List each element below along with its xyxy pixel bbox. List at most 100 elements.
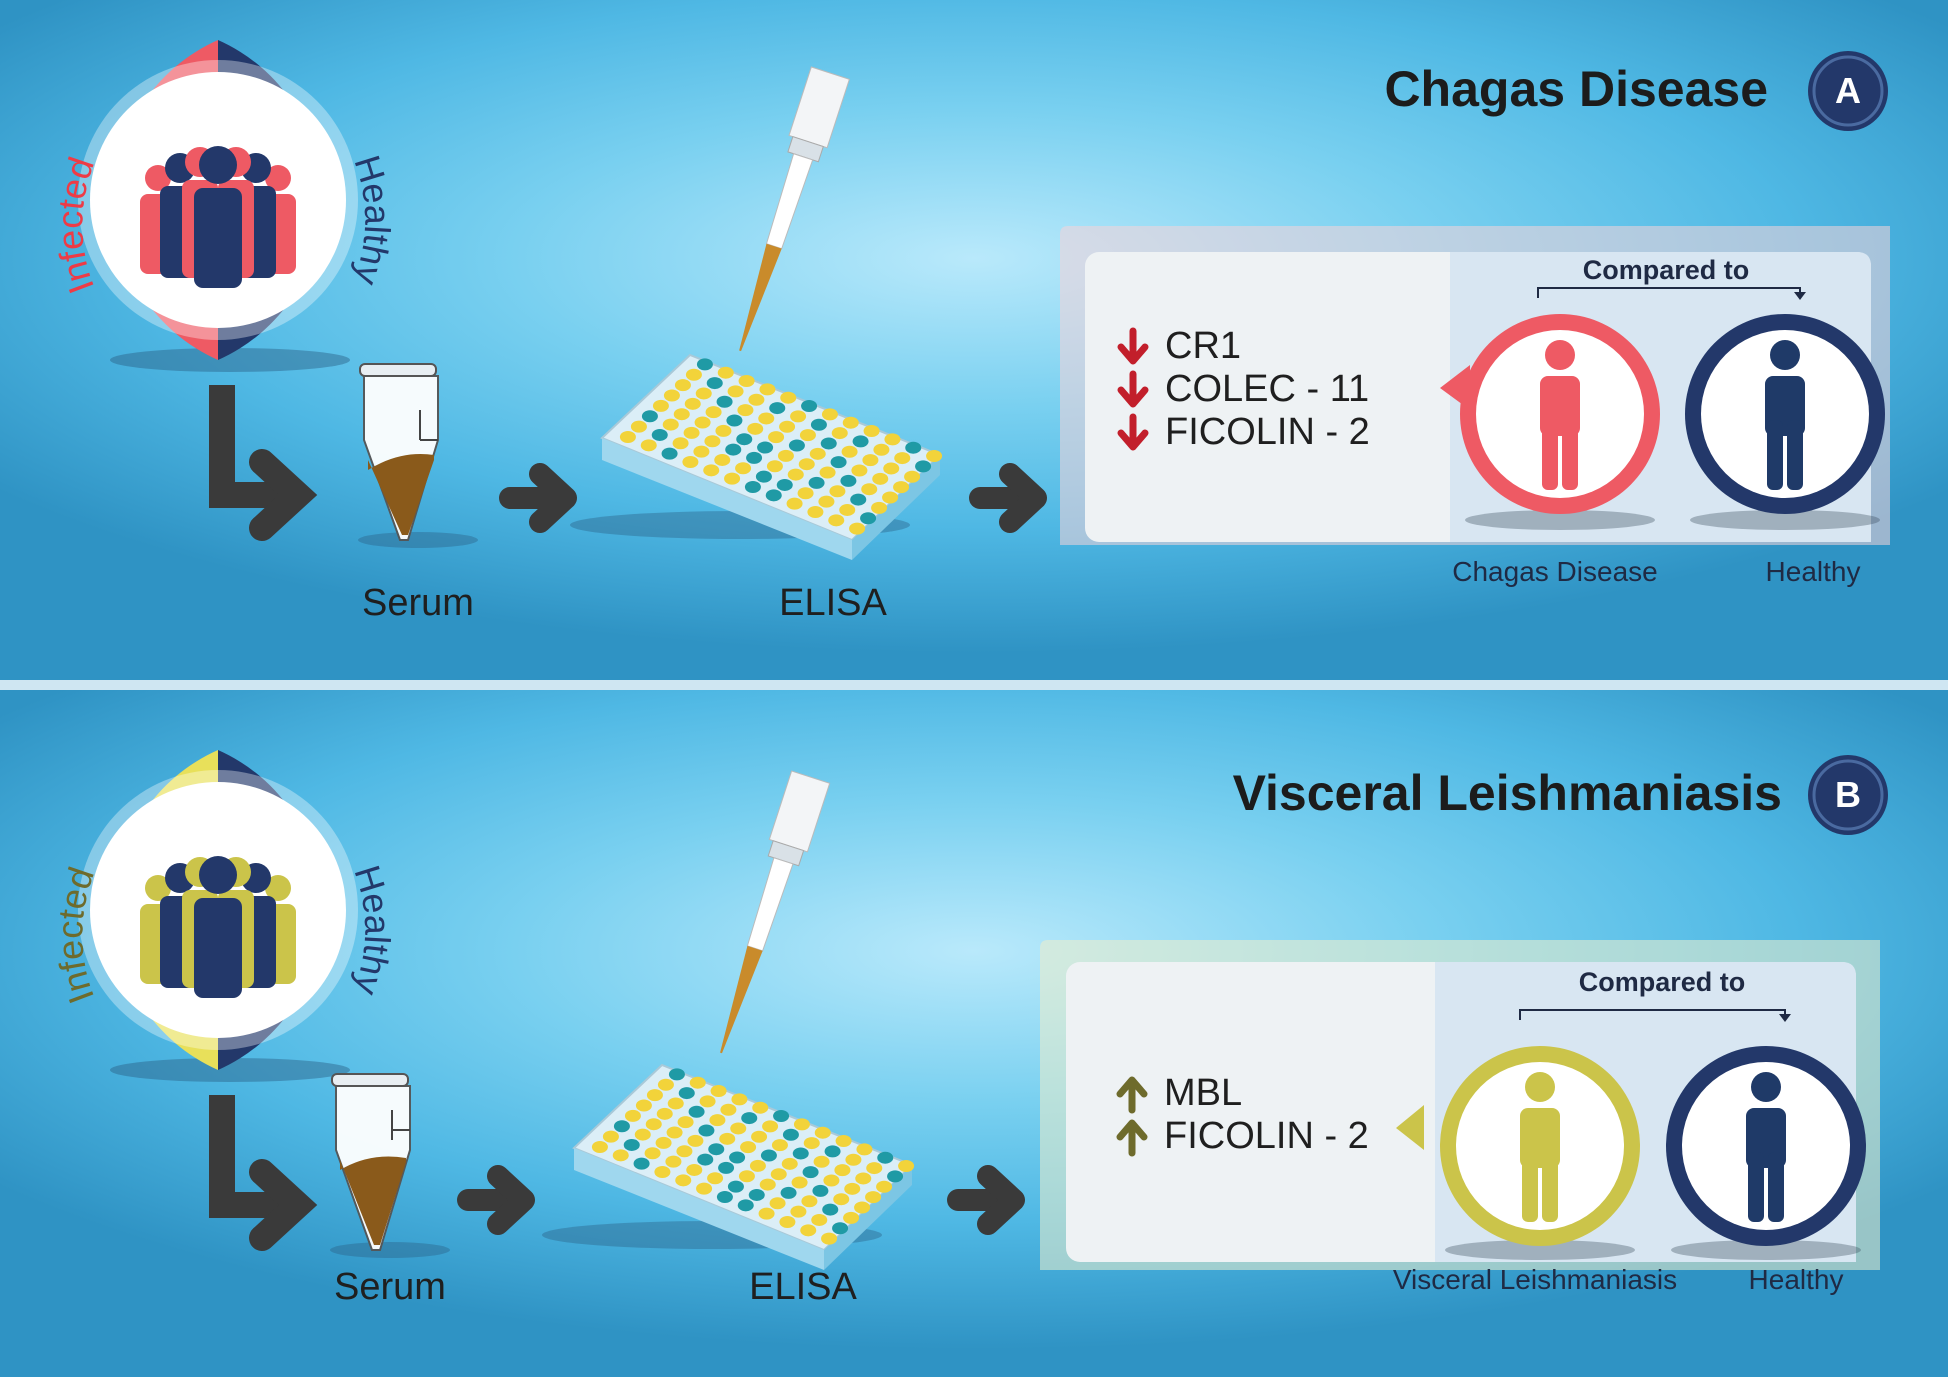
elisa-well	[814, 1126, 831, 1139]
elisa-well	[651, 428, 668, 441]
pipette-icon	[739, 66, 850, 352]
elisa-plate-icon	[570, 353, 943, 560]
elisa-well	[672, 437, 689, 450]
elisa-well	[873, 443, 890, 456]
elisa-well	[766, 460, 783, 473]
elisa-well	[752, 1101, 769, 1114]
elisa-well	[828, 514, 845, 527]
elisa-well	[693, 445, 710, 458]
marker-name: MBL	[1164, 1072, 1243, 1114]
elisa-well	[855, 1172, 872, 1185]
elisa-well	[624, 1109, 641, 1122]
elisa-well	[729, 1151, 746, 1164]
elisa-well	[689, 1076, 706, 1089]
elisa-well	[844, 1182, 861, 1195]
elisa-well	[769, 402, 786, 415]
elisa-well	[685, 368, 702, 381]
elisa-well	[773, 1110, 790, 1123]
elisa-well	[777, 449, 794, 462]
elisa-well	[695, 387, 712, 400]
elisa-well	[862, 454, 879, 467]
elisa-well	[735, 462, 752, 475]
elisa-well	[716, 1190, 733, 1203]
elisa-well	[751, 1130, 768, 1143]
arrow-down-icon	[1117, 413, 1149, 450]
elisa-well	[797, 487, 814, 500]
arrow-up-icon	[1116, 1076, 1148, 1113]
panel-chagas: Patients Infected Healthy	[0, 0, 1948, 680]
elisa-well	[654, 1165, 671, 1178]
elisa-well	[835, 1135, 852, 1148]
panel-badge-letter: B	[1835, 774, 1861, 815]
person-icon	[1520, 1072, 1560, 1222]
elisa-well	[737, 1199, 754, 1212]
pipette-icon	[720, 770, 831, 1054]
elisa-well	[666, 1126, 683, 1139]
person-icon	[1540, 340, 1580, 490]
elisa-well	[737, 404, 754, 417]
elisa-well	[812, 1184, 829, 1197]
elisa-well	[821, 1232, 838, 1245]
elisa-well	[591, 1140, 608, 1153]
patients-ring: Patients Infected Healthy	[49, 40, 398, 372]
elisa-well	[843, 1211, 860, 1224]
arrow-down-icon	[1117, 327, 1149, 364]
marker-name: FICOLIN - 2	[1165, 411, 1370, 453]
elisa-well	[810, 418, 827, 431]
elisa-well	[833, 1193, 850, 1206]
crowd-icon	[140, 146, 296, 288]
elisa-well	[703, 464, 720, 477]
serum-label: Serum	[334, 1266, 446, 1308]
elisa-well	[698, 1124, 715, 1137]
elisa-well	[623, 1138, 640, 1151]
elisa-well	[811, 1213, 828, 1226]
elisa-well	[656, 1107, 673, 1120]
elisa-well	[759, 383, 776, 396]
elisa-well	[759, 1178, 776, 1191]
elisa-well	[634, 1128, 651, 1141]
elisa-well	[667, 1097, 684, 1110]
elisa-well	[832, 1222, 849, 1235]
elisa-well	[915, 460, 932, 473]
badge-circle-b	[1808, 755, 1888, 835]
elisa-plate-icon	[542, 1063, 915, 1270]
elisa-well	[676, 1145, 693, 1158]
marker-item: COLEC - 11	[1113, 368, 1370, 411]
elisa-well	[716, 395, 733, 408]
elisa-well	[771, 1139, 788, 1152]
elisa-well	[865, 1191, 882, 1204]
elisa-well	[749, 1159, 766, 1172]
group-label-disease: Visceral Leishmaniasis	[1392, 1264, 1678, 1295]
elisa-well	[748, 393, 765, 406]
elisa-well	[786, 497, 803, 510]
elisa-well	[850, 493, 867, 506]
elisa-well	[894, 452, 911, 465]
elisa-well	[769, 1197, 786, 1210]
elisa-well	[633, 1157, 650, 1170]
elisa-well	[856, 1143, 873, 1156]
elisa-well	[852, 435, 869, 448]
marker-item: FICOLIN - 2	[1113, 411, 1370, 454]
elisa-well	[884, 433, 901, 446]
elisa-well	[839, 503, 856, 516]
elisa-well	[727, 385, 744, 398]
elisa-well	[802, 1166, 819, 1179]
elisa-well	[641, 410, 658, 423]
elisa-well	[731, 1093, 748, 1106]
elisa-well	[657, 1078, 674, 1091]
elisa-well	[746, 451, 763, 464]
elisa-well	[755, 470, 772, 483]
arrow-up-icon	[1116, 1119, 1148, 1156]
elisa-well	[736, 433, 753, 446]
panel-b-graphics: Patients Infected Healthy	[49, 750, 1888, 1270]
elisa-well	[800, 1224, 817, 1237]
elisa-well	[725, 443, 742, 456]
elisa-well	[762, 1120, 779, 1133]
elisa-well	[887, 1170, 904, 1183]
elisa-well	[644, 1147, 661, 1160]
marker-name: COLEC - 11	[1165, 368, 1370, 410]
elisa-well	[781, 1157, 798, 1170]
elisa-well	[738, 375, 755, 388]
flow-arrow-icon	[499, 463, 577, 533]
elisa-well	[686, 1163, 703, 1176]
